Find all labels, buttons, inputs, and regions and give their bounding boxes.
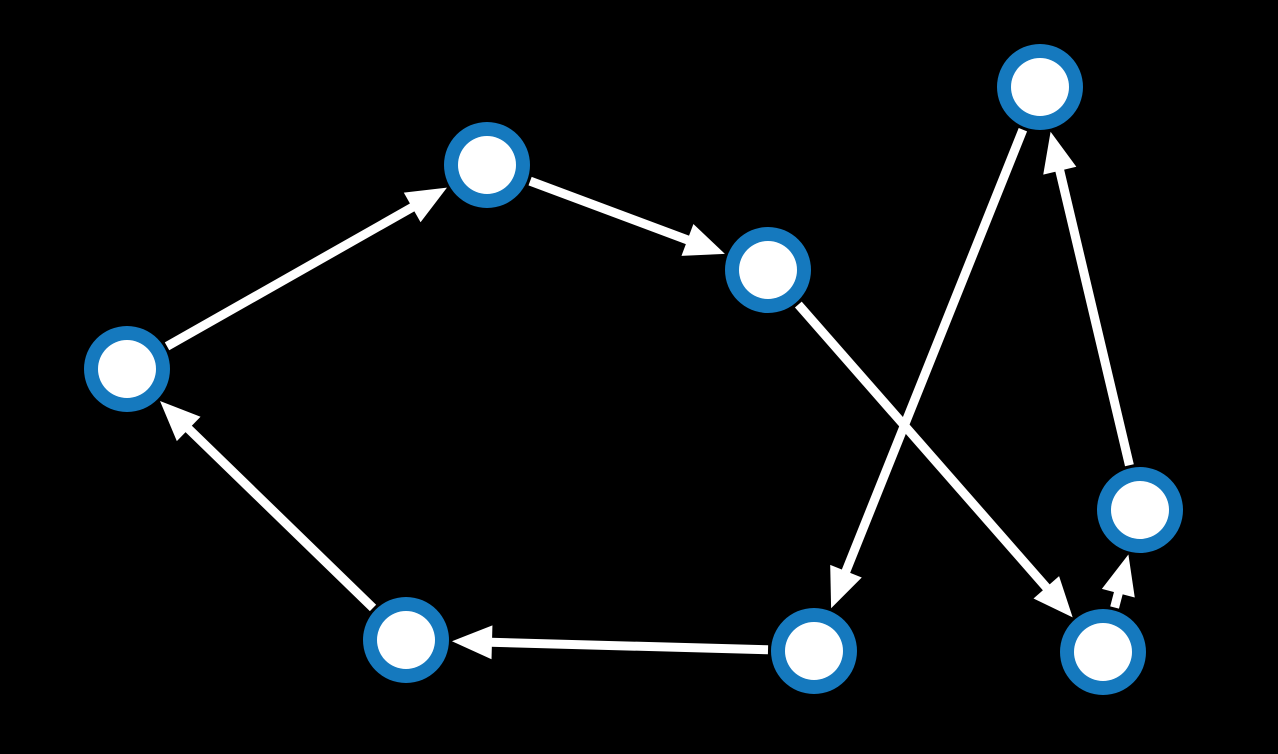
- arrowhead-icon: [1101, 554, 1135, 598]
- node-core[interactable]: [1011, 58, 1069, 116]
- graph-node[interactable]: [444, 122, 530, 208]
- node-core[interactable]: [1074, 623, 1132, 681]
- arrowhead-icon: [1043, 131, 1077, 175]
- graph-edge: [159, 401, 377, 612]
- arrowhead-icon: [451, 625, 493, 660]
- node-core[interactable]: [739, 241, 797, 299]
- graph-edge: [830, 128, 1028, 609]
- graph-node[interactable]: [997, 44, 1083, 130]
- edge-layer: [159, 128, 1135, 660]
- graph-node[interactable]: [363, 597, 449, 683]
- edge-shaft: [1054, 163, 1134, 467]
- arrowhead-icon: [681, 223, 725, 256]
- graph-node[interactable]: [725, 227, 811, 313]
- edge-shaft: [485, 637, 769, 655]
- node-layer: [84, 44, 1183, 695]
- edge-shaft: [528, 176, 695, 247]
- arrowhead-icon: [159, 401, 201, 442]
- arrowhead-icon: [403, 187, 447, 223]
- edge-shaft: [164, 200, 420, 351]
- arrowhead-icon: [1033, 576, 1073, 618]
- graph-edge: [794, 301, 1073, 618]
- graph-edge: [1043, 131, 1134, 467]
- node-core[interactable]: [377, 611, 435, 669]
- edge-shaft: [181, 421, 377, 612]
- node-core[interactable]: [785, 622, 843, 680]
- graph-edge: [1101, 554, 1135, 609]
- node-core[interactable]: [98, 340, 156, 398]
- graph-edge: [528, 176, 725, 256]
- node-core[interactable]: [1111, 481, 1169, 539]
- graph-node[interactable]: [1060, 609, 1146, 695]
- edge-shaft: [794, 301, 1054, 595]
- graph-edge: [451, 625, 769, 660]
- arrowhead-icon: [830, 564, 862, 609]
- node-core[interactable]: [458, 136, 516, 194]
- graph-node[interactable]: [771, 608, 857, 694]
- graph-node[interactable]: [84, 326, 170, 412]
- graph-edge: [164, 187, 447, 351]
- graph-node[interactable]: [1097, 467, 1183, 553]
- edge-shaft: [839, 128, 1028, 579]
